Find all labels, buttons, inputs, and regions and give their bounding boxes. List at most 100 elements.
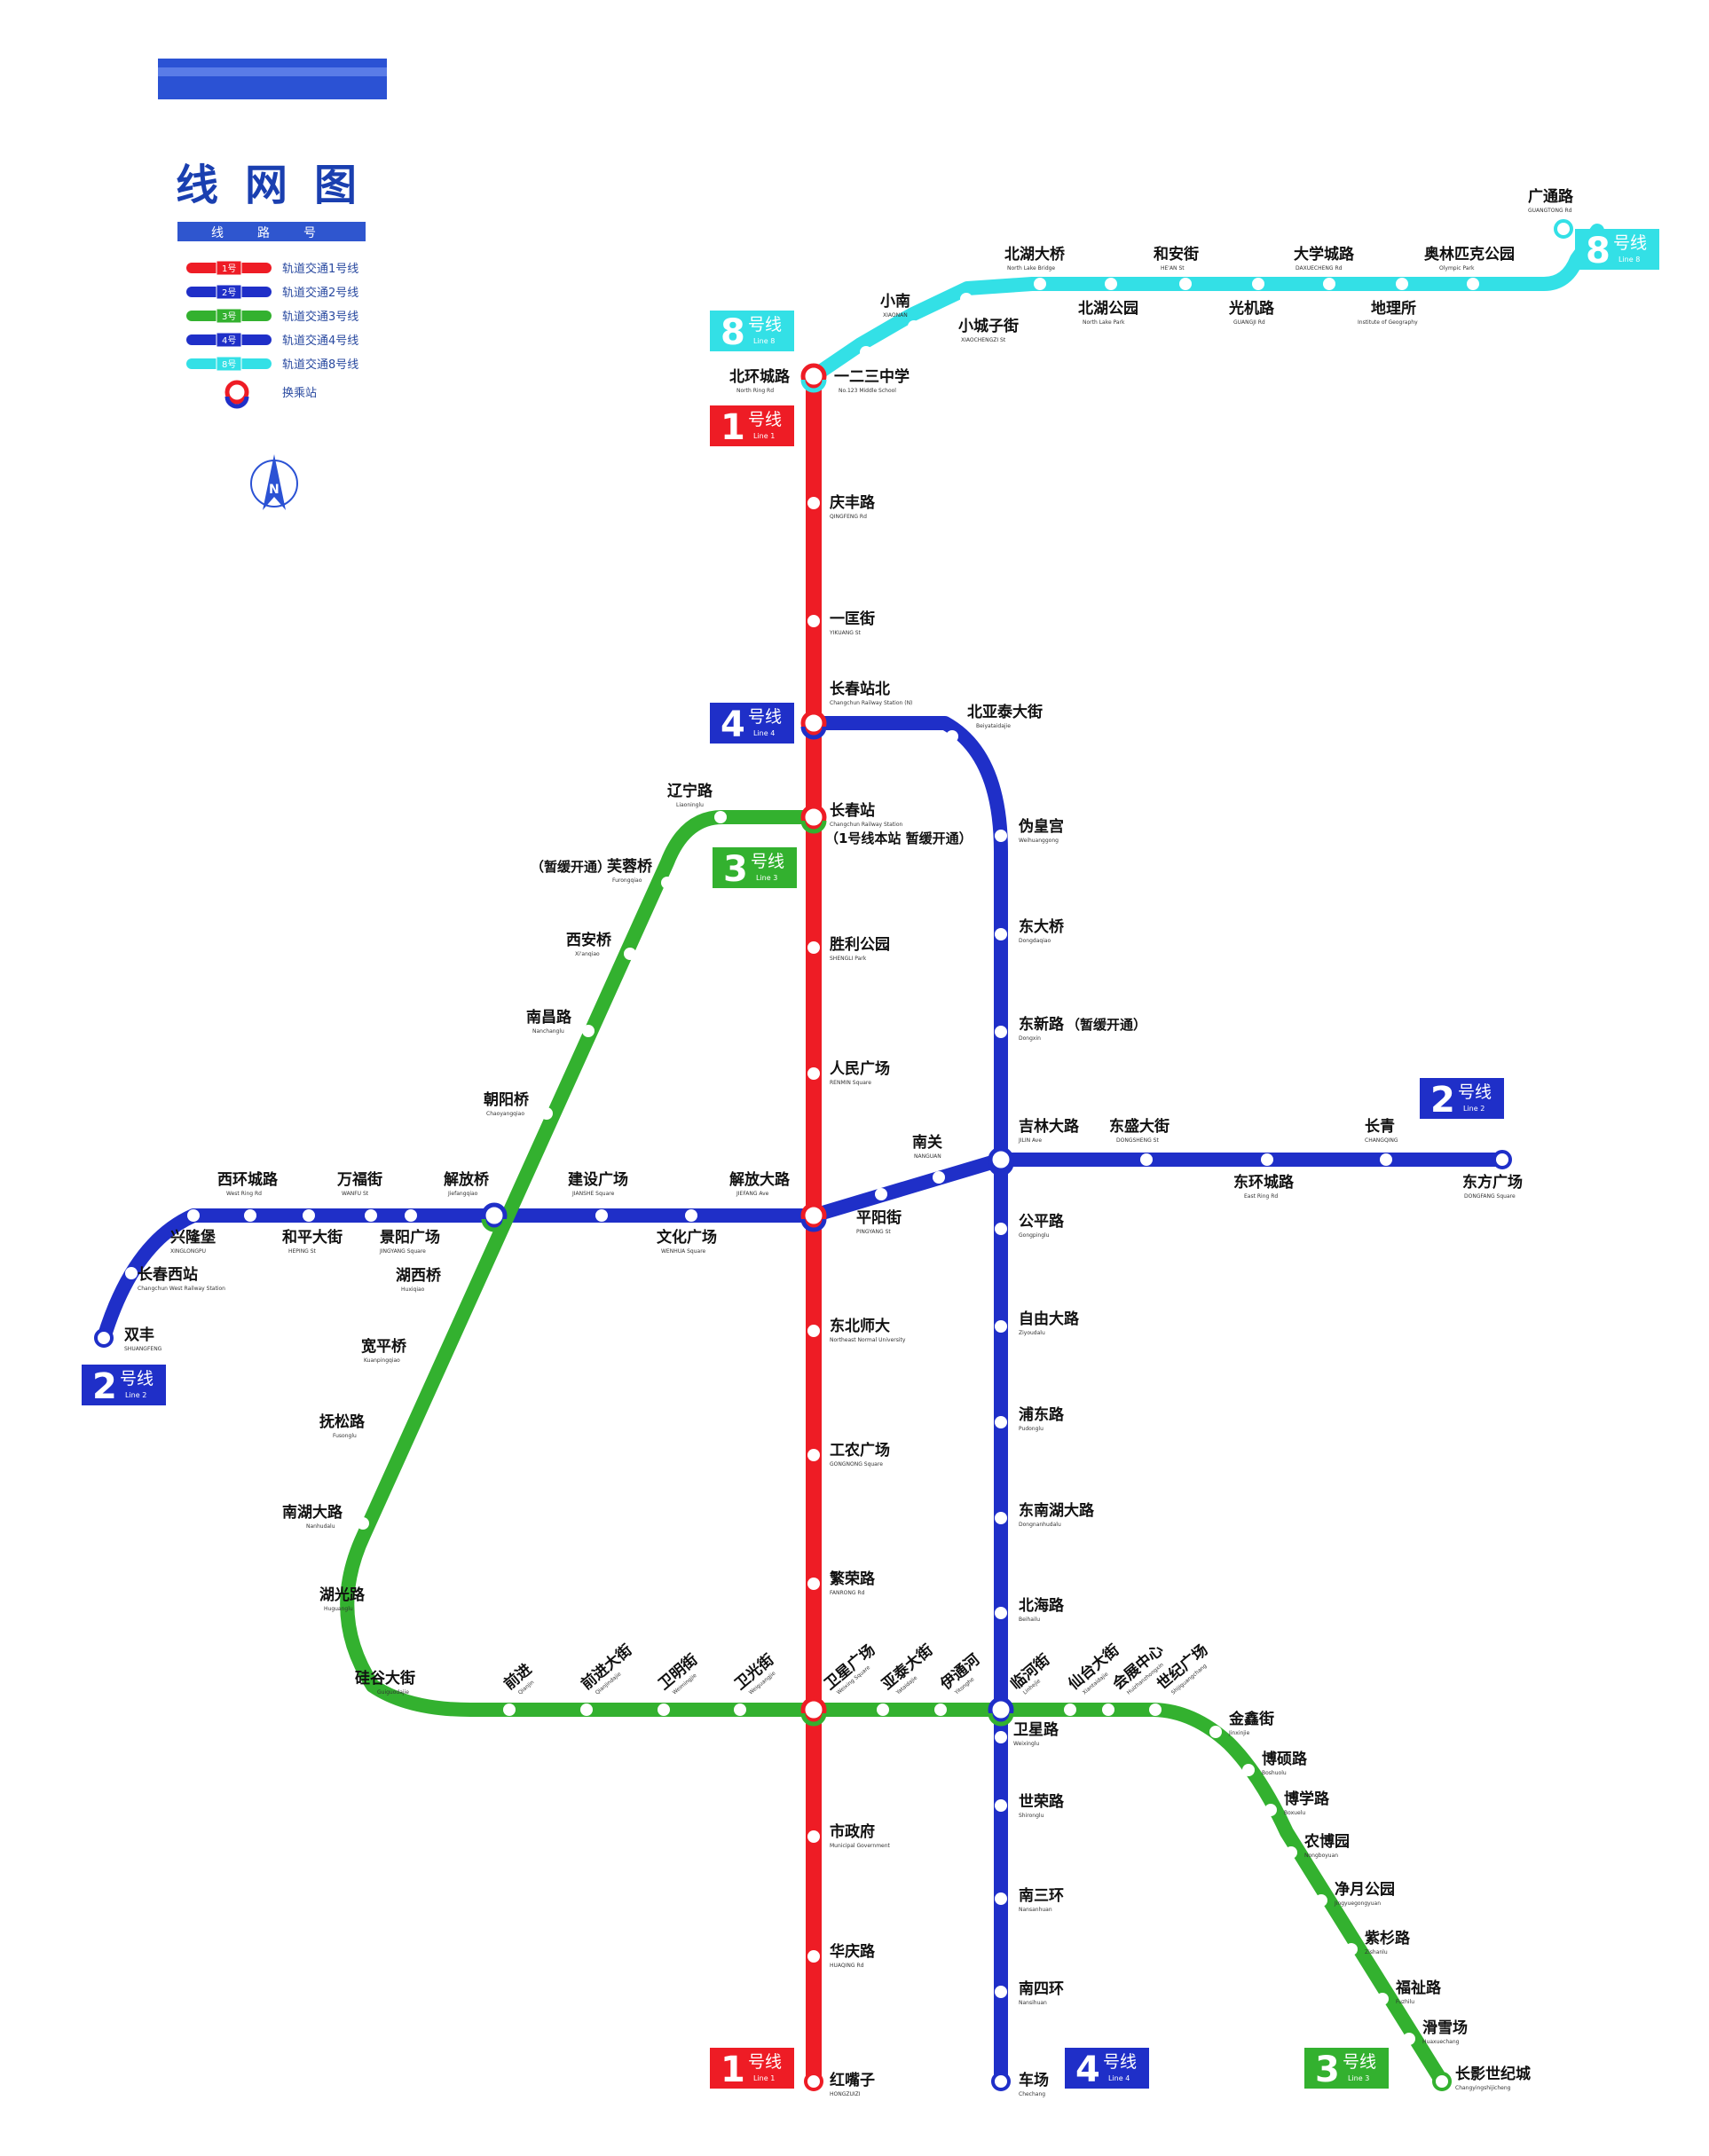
station-dot[interactable] bbox=[995, 1731, 1007, 1743]
station-dot[interactable] bbox=[418, 1354, 430, 1366]
badge-number: 1 bbox=[721, 407, 745, 448]
station-dot[interactable] bbox=[995, 1320, 1007, 1333]
station-dot[interactable] bbox=[875, 1188, 887, 1200]
station-dot[interactable] bbox=[426, 1675, 438, 1688]
station-dot[interactable] bbox=[995, 1223, 1007, 1235]
station-dot[interactable] bbox=[807, 497, 820, 509]
station-dot[interactable] bbox=[357, 1517, 369, 1530]
station-dot[interactable] bbox=[658, 1704, 670, 1716]
legend-code-box-line3 bbox=[216, 308, 242, 324]
station-dot[interactable] bbox=[244, 1209, 256, 1222]
station-dot[interactable] bbox=[1315, 1894, 1327, 1907]
station-dot[interactable] bbox=[624, 948, 636, 960]
station-dot[interactable] bbox=[582, 1025, 595, 1037]
station-dot-terminus[interactable] bbox=[1554, 219, 1573, 239]
station-label-en: Jingyuegongyuan bbox=[1334, 1900, 1381, 1907]
station-dot[interactable] bbox=[1140, 1153, 1153, 1166]
transfer-changchun-north[interactable] bbox=[800, 710, 827, 740]
station-dot[interactable] bbox=[860, 346, 872, 358]
transfer-jilin-ave[interactable] bbox=[988, 1146, 1014, 1176]
station-dot[interactable] bbox=[1261, 1153, 1273, 1166]
station-label: 金鑫街 bbox=[1228, 1710, 1274, 1728]
station-dot[interactable] bbox=[995, 1892, 1007, 1905]
station-dot[interactable] bbox=[1396, 278, 1408, 290]
transfer-linhe-st[interactable] bbox=[988, 1696, 1014, 1727]
station-dot[interactable] bbox=[1376, 1993, 1389, 2005]
station-dot[interactable] bbox=[382, 1428, 395, 1440]
station-dot[interactable] bbox=[807, 1449, 820, 1461]
station-dot[interactable] bbox=[995, 1416, 1007, 1428]
station-dot-terminus[interactable] bbox=[1492, 1150, 1512, 1169]
legend-code-box-line2 bbox=[216, 284, 242, 300]
station-dot[interactable] bbox=[995, 1512, 1007, 1524]
transfer-weixing-square[interactable] bbox=[800, 1696, 827, 1727]
station-dot[interactable] bbox=[1380, 1153, 1392, 1166]
station-dot[interactable] bbox=[807, 1067, 820, 1080]
station-dot[interactable] bbox=[960, 293, 973, 305]
station-dot[interactable] bbox=[125, 1267, 138, 1279]
station-dot[interactable] bbox=[377, 1601, 390, 1613]
station-dot[interactable] bbox=[995, 1607, 1007, 1619]
station-dot[interactable] bbox=[453, 1283, 466, 1295]
transfer-jiefangqiao[interactable] bbox=[481, 1202, 508, 1232]
station-dot[interactable] bbox=[807, 1325, 820, 1337]
station-dot[interactable] bbox=[503, 1704, 516, 1716]
transfer-jiefang-ave[interactable] bbox=[800, 1202, 827, 1232]
station-dot[interactable] bbox=[1345, 1943, 1358, 1955]
station-dot[interactable] bbox=[595, 1209, 608, 1222]
station-dot[interactable] bbox=[1149, 1704, 1162, 1716]
station-dot-terminus[interactable] bbox=[1432, 2072, 1452, 2091]
station-dot[interactable] bbox=[685, 1209, 697, 1222]
station-dot[interactable] bbox=[1064, 1704, 1076, 1716]
station-dot[interactable] bbox=[807, 1830, 820, 1843]
station-dot[interactable] bbox=[995, 1799, 1007, 1812]
station-label: 小城子街 bbox=[958, 317, 1019, 335]
station-dot[interactable] bbox=[365, 1209, 377, 1222]
station-dot[interactable] bbox=[1403, 2033, 1415, 2045]
station-dot[interactable] bbox=[933, 1171, 945, 1184]
station-dot[interactable] bbox=[1323, 278, 1335, 290]
station-dot[interactable] bbox=[807, 615, 820, 627]
station-label: 芙蓉桥 bbox=[607, 857, 653, 876]
note-line1-suspended: （1号线本站 暂缓开通） bbox=[825, 830, 973, 846]
station-dot[interactable] bbox=[540, 1107, 553, 1120]
station-dot[interactable] bbox=[1209, 1726, 1222, 1738]
station-dot[interactable] bbox=[995, 1986, 1007, 1998]
station-dot[interactable] bbox=[1179, 278, 1192, 290]
station-dot[interactable] bbox=[807, 1578, 820, 1590]
station-dot-terminus[interactable] bbox=[804, 2072, 823, 2091]
station-dot[interactable] bbox=[1105, 278, 1117, 290]
station-dot[interactable] bbox=[807, 1950, 820, 1963]
transfer-changchun-station[interactable] bbox=[800, 804, 827, 834]
station-dot[interactable] bbox=[405, 1209, 417, 1222]
station-dot[interactable] bbox=[995, 928, 1007, 940]
transfer-north-ring[interactable] bbox=[800, 363, 827, 393]
station-dot[interactable] bbox=[995, 1026, 1007, 1038]
station-dot[interactable] bbox=[734, 1704, 746, 1716]
station-dot[interactable] bbox=[995, 830, 1007, 842]
station-label: 华庆路 bbox=[830, 1942, 876, 1961]
station-dot[interactable] bbox=[661, 877, 673, 889]
station-dot[interactable] bbox=[580, 1704, 593, 1716]
station-dot[interactable] bbox=[946, 730, 958, 743]
station-dot[interactable] bbox=[1467, 278, 1479, 290]
station-label: 紫杉路 bbox=[1365, 1929, 1411, 1947]
station-dot[interactable] bbox=[187, 1209, 200, 1222]
station-dot[interactable] bbox=[1285, 1846, 1297, 1859]
station-dot[interactable] bbox=[1252, 278, 1264, 290]
station-dot[interactable] bbox=[877, 1704, 889, 1716]
badge-line4-bottom: 4 号线 Line 4 bbox=[1065, 2048, 1149, 2090]
station-dot[interactable] bbox=[1034, 278, 1046, 290]
station-dot-terminus[interactable] bbox=[94, 1328, 114, 1348]
station-dot[interactable] bbox=[303, 1209, 315, 1222]
station-label: 一匡街 bbox=[830, 610, 875, 628]
station-dot[interactable] bbox=[1264, 1804, 1277, 1816]
station-dot[interactable] bbox=[1242, 1764, 1255, 1776]
station-dot-terminus[interactable] bbox=[991, 2072, 1011, 2091]
station-dot[interactable] bbox=[908, 320, 920, 333]
station-dot[interactable] bbox=[934, 1704, 947, 1716]
station-dot[interactable] bbox=[1102, 1704, 1114, 1716]
station-dot[interactable] bbox=[807, 941, 820, 954]
station-dot[interactable] bbox=[714, 811, 727, 823]
